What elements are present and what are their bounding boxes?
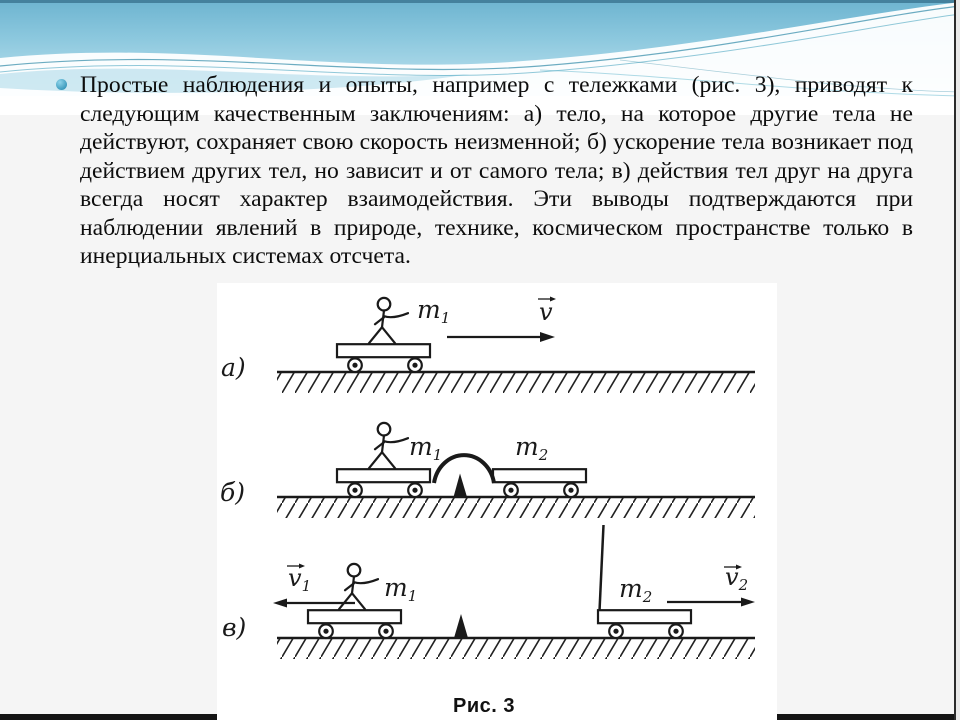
figure-caption: Рис. 3: [453, 695, 515, 717]
stick-figure: [367, 421, 410, 470]
ground-hatching: [277, 498, 755, 518]
svg-text:v: v: [539, 298, 553, 326]
panel-a-label: а): [221, 353, 246, 382]
blue-ribbon-wave: [0, 68, 470, 93]
cart-m1: [335, 468, 432, 499]
mass-label-m1: m1: [384, 573, 417, 605]
mass-label-m2: m2: [619, 574, 652, 606]
cart-m2: [596, 609, 693, 640]
top-edge-line: [0, 0, 960, 3]
panel-b: б) m1 m2: [220, 421, 755, 518]
velocity-arrow-v: [447, 332, 555, 342]
velocity-label-v2: v2: [724, 563, 748, 594]
velocity-label-v1: v1: [287, 563, 311, 595]
stick-figure: [367, 296, 410, 345]
body-text-block: Простые наблюдения и опыты, например с т…: [80, 71, 913, 271]
ground-hatching: [277, 373, 755, 393]
cart-m2: [491, 468, 588, 499]
panel-b-label: б): [220, 478, 245, 507]
panel-v-label: в): [222, 613, 246, 642]
svg-text:v1: v1: [288, 564, 311, 595]
panel-a: а) m1 v: [221, 295, 755, 393]
mass-label-m1: m1: [409, 432, 442, 464]
accent-curve-4: [619, 59, 960, 93]
ground-hatching: [277, 639, 755, 659]
wedge-pin: [453, 473, 467, 497]
spring-arc: [432, 453, 496, 484]
accent-curve-2: [0, 13, 960, 76]
bullet-marker: [56, 79, 67, 90]
panel-v: в) v1 m1 m2: [222, 524, 755, 659]
velocity-label-v: v: [538, 296, 556, 326]
right-edge-line: [954, 0, 956, 720]
accent-curve-3: [539, 69, 960, 97]
accent-curve-1: [0, 5, 960, 71]
header-wave-decoration: [0, 0, 960, 115]
carts-diagram: а) m1 v б): [220, 295, 755, 717]
mass-label-m2: m2: [515, 432, 548, 464]
stick-figure: [337, 562, 380, 611]
cart-m1: [306, 609, 403, 640]
right-edge-strip: [956, 0, 960, 720]
wedge-pin: [454, 614, 468, 638]
body-text: Простые наблюдения и опыты, например с т…: [80, 72, 913, 269]
svg-text:v2: v2: [725, 563, 748, 594]
velocity-arrow-v2: [667, 597, 755, 607]
mass-label-m1: m1: [417, 295, 450, 327]
cart-m1: [335, 343, 432, 374]
released-spring-rod: [598, 524, 605, 612]
figure-ris-3: а) m1 v б): [217, 283, 777, 720]
